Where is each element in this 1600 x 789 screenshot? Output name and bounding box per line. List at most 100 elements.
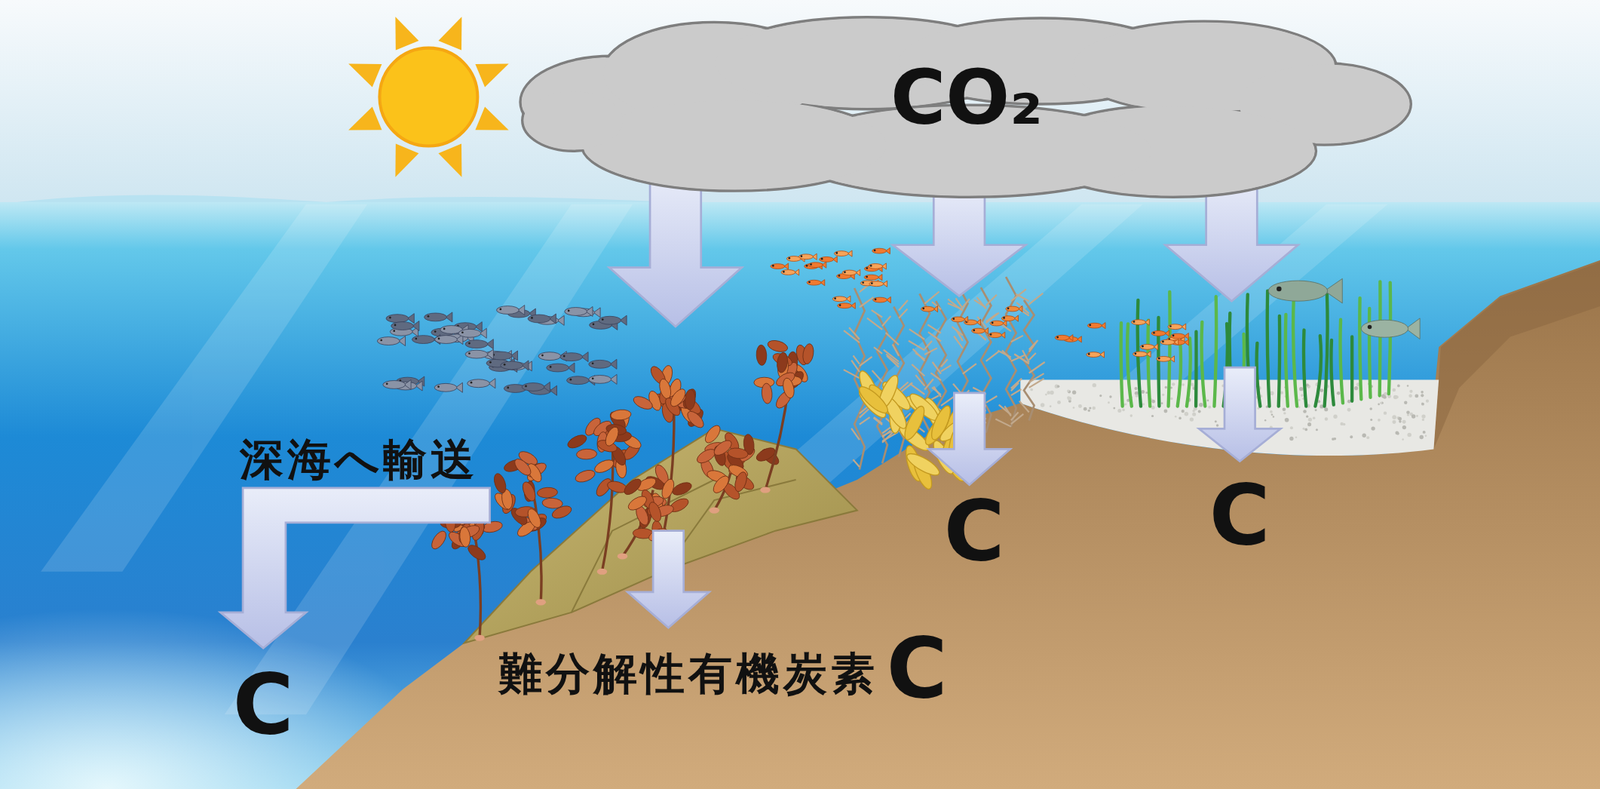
kelp-leaf	[511, 456, 534, 479]
seagrass-blade	[1213, 296, 1217, 406]
fish-body	[833, 251, 849, 257]
sand-grain	[1422, 418, 1425, 421]
sand-grain	[1391, 388, 1396, 393]
sand-grain	[1369, 407, 1373, 411]
kelp-leaf	[710, 473, 732, 496]
seaweed-branch	[995, 418, 1012, 427]
seaweed-branch	[915, 374, 925, 387]
fish-body	[1001, 315, 1015, 322]
seaweed-branch	[1011, 335, 1024, 342]
sand-grain	[1140, 389, 1145, 394]
fish-eye	[1002, 316, 1006, 319]
sand-grain	[1305, 383, 1309, 387]
fish-body	[832, 296, 847, 302]
seaweed-branch	[886, 355, 899, 368]
fish-eye	[524, 385, 528, 388]
fish-body	[465, 349, 488, 359]
sand-grain	[1124, 402, 1127, 405]
seaweed-branch	[859, 297, 874, 307]
sand-grain	[1174, 415, 1178, 418]
fish-body	[386, 314, 409, 323]
seagrass-blade	[1330, 340, 1334, 405]
kelp-leaf	[603, 425, 622, 448]
fish-eye	[1158, 357, 1161, 360]
kelp-leaf	[536, 487, 558, 499]
fish-eye	[461, 331, 464, 334]
sand-grain	[1057, 400, 1061, 405]
kelp-leaf	[550, 503, 574, 522]
fish-eye	[591, 377, 595, 380]
fish-body	[1156, 355, 1171, 362]
sand-grain	[1298, 398, 1301, 402]
sand-grain	[1295, 435, 1297, 438]
sand-grain	[1324, 407, 1328, 411]
kelp-leaf	[726, 447, 749, 460]
sand-grain	[1049, 404, 1052, 408]
fish-eye	[865, 275, 868, 279]
kelp-holdfast	[709, 507, 721, 514]
seaweed-branch	[1011, 389, 1021, 396]
sun-ray	[438, 144, 462, 178]
sand-grain	[1331, 437, 1335, 441]
fish-body	[988, 332, 1003, 338]
kelp-leaf	[775, 351, 789, 374]
sand-grain	[1078, 404, 1082, 408]
sand-grain	[1336, 391, 1341, 396]
sand-grain	[1142, 402, 1145, 405]
seaweed-branch	[898, 309, 908, 319]
fish-body	[383, 380, 406, 390]
sand-grain	[1067, 389, 1071, 393]
sun-rays	[348, 16, 509, 178]
kelp-leaf	[659, 477, 677, 500]
fish-eye	[821, 257, 824, 261]
fish-body	[781, 269, 796, 276]
sand-grain	[1347, 407, 1352, 412]
sand-grain	[1192, 409, 1195, 412]
fish-eye	[1056, 336, 1059, 339]
sand-grain	[1170, 397, 1174, 401]
fish-body	[560, 352, 583, 362]
sand-grain	[1181, 383, 1185, 387]
sand-grain	[1383, 410, 1387, 414]
seaweed-branch	[885, 332, 899, 345]
carbon-symbol: C	[886, 626, 948, 710]
seaweed-branch	[977, 297, 987, 309]
seaweed-branch	[1019, 401, 1030, 413]
sand-grain	[1049, 390, 1054, 395]
sand-grain	[1046, 390, 1051, 395]
fish-body	[1054, 334, 1070, 341]
absorption-arrow	[892, 183, 1026, 297]
fish-eye	[870, 281, 874, 285]
sand-grain	[1391, 414, 1397, 420]
sand-grain	[1088, 406, 1092, 409]
seaweed-branch	[853, 355, 860, 364]
cloud-fill	[524, 91, 623, 150]
sand-grain	[1302, 409, 1307, 414]
fish-eye	[415, 337, 418, 341]
fish-body	[424, 312, 448, 322]
sand-grain	[1299, 386, 1303, 391]
kelp-leaf	[766, 338, 790, 354]
sun-ray	[348, 107, 382, 131]
sand-grain	[1383, 392, 1387, 396]
seagrass-blade	[1378, 281, 1383, 396]
seaweed-branch	[1029, 340, 1039, 350]
sand-grain	[1308, 417, 1312, 422]
sand-grain	[1164, 386, 1168, 389]
fish-eye	[1172, 334, 1175, 338]
cliff-shade	[1433, 262, 1600, 450]
seaweed-branch	[924, 340, 932, 350]
sand-grain	[1289, 436, 1294, 441]
seaweed-branch	[898, 382, 908, 391]
fish-eye	[506, 386, 509, 390]
sun-ray	[395, 16, 419, 50]
fish-eye	[1161, 340, 1165, 344]
sand-grain	[1207, 405, 1211, 409]
fish-body	[567, 376, 590, 385]
sand-grain	[1406, 410, 1410, 415]
sand-grain	[1161, 401, 1164, 405]
fish-body	[546, 363, 570, 372]
fish-eye	[380, 339, 383, 342]
seaweed-branch	[908, 340, 925, 351]
fish-eye	[427, 315, 430, 318]
